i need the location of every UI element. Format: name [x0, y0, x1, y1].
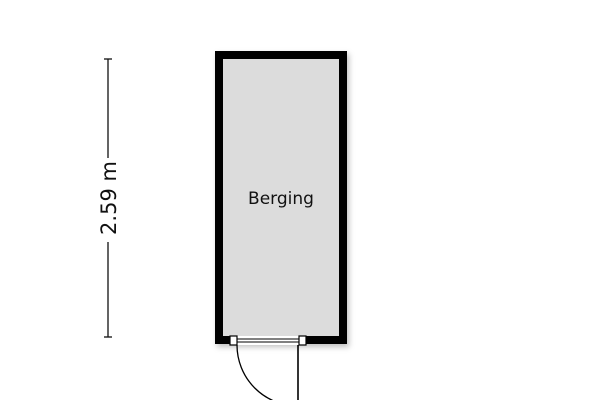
- door: [229, 335, 307, 400]
- room-floor: [223, 59, 339, 336]
- room-berging: Berging: [215, 51, 347, 344]
- door-swing-arc: [236, 344, 274, 400]
- room-label: Berging: [248, 189, 314, 209]
- door-jamb-right: [298, 335, 307, 346]
- vertical-dimension: 2.59 m: [97, 58, 121, 338]
- dimension-label: 2.59 m: [97, 161, 121, 235]
- door-opening: [230, 336, 306, 345]
- door-jamb-left: [229, 335, 238, 346]
